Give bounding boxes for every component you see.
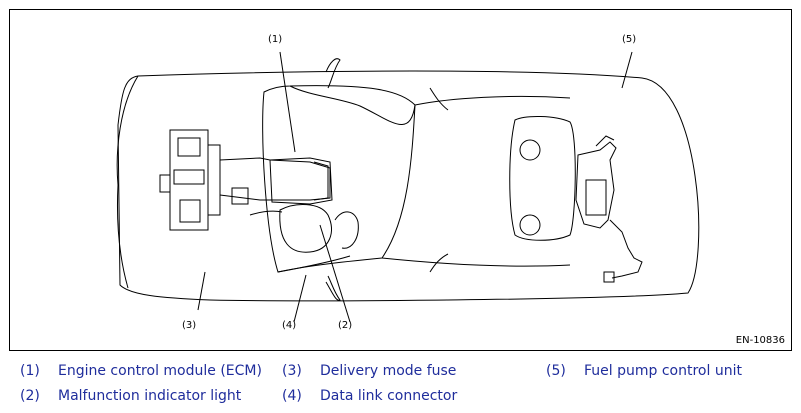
leader-4 [293,274,307,323]
vehicle-outline-drawing: (1) (2) (3) (4) (5) [116,34,700,331]
mirror-bottom [325,275,341,301]
callout-3: (3) [182,320,196,331]
callout-2: (2) [338,320,352,331]
roof-line-bottom [381,257,571,267]
engine-assembly [159,129,331,231]
door-line-top [429,87,449,111]
callout-4: (4) [282,320,296,331]
legend-number: (1) [20,363,40,379]
callout-1: (1) [268,34,282,45]
callout-5: (5) [622,34,636,45]
legend-label: Delivery mode fuse [320,363,457,379]
instrument-area [249,204,359,253]
legend-item-3: (3) Delivery mode fuse [282,363,456,379]
fuel-tank [509,116,576,241]
ecm-unit [269,157,333,205]
legend-number: (5) [546,363,566,379]
legend-number: (4) [282,388,302,404]
legend-item-2: (2) Malfunction indicator light [20,388,241,404]
legend-label: Fuel pump control unit [584,363,742,379]
legend: (1) Engine control module (ECM) (2) Malfun… [0,358,801,413]
legend-label: Malfunction indicator light [58,388,242,404]
vehicle-diagram: (1) (2) (3) (4) (5) EN-10836 [9,9,792,351]
leader-3 [197,271,206,311]
a-pillar-lower [277,255,351,273]
legend-number: (3) [282,363,302,379]
legend-item-4: (4) Data link connector [282,388,457,404]
legend-number: (2) [20,388,40,404]
mirror-top [325,58,341,89]
a-pillar-upper [289,85,416,126]
figure-code: EN-10836 [735,335,785,346]
legend-item-1: (1) Engine control module (ECM) [20,363,262,379]
legend-item-5: (5) Fuel pump control unit [546,363,742,379]
fuel-pump-control-unit [575,135,643,283]
legend-label: Engine control module (ECM) [58,363,262,379]
leader-1 [279,51,296,153]
windshield [262,85,416,273]
roof-line-top [414,95,571,106]
leader-5 [621,51,633,89]
front-bumper [116,75,139,289]
door-line-bottom [429,253,449,273]
leader-2 [319,224,351,323]
legend-label: Data link connector [320,388,458,404]
car-body [117,70,700,302]
